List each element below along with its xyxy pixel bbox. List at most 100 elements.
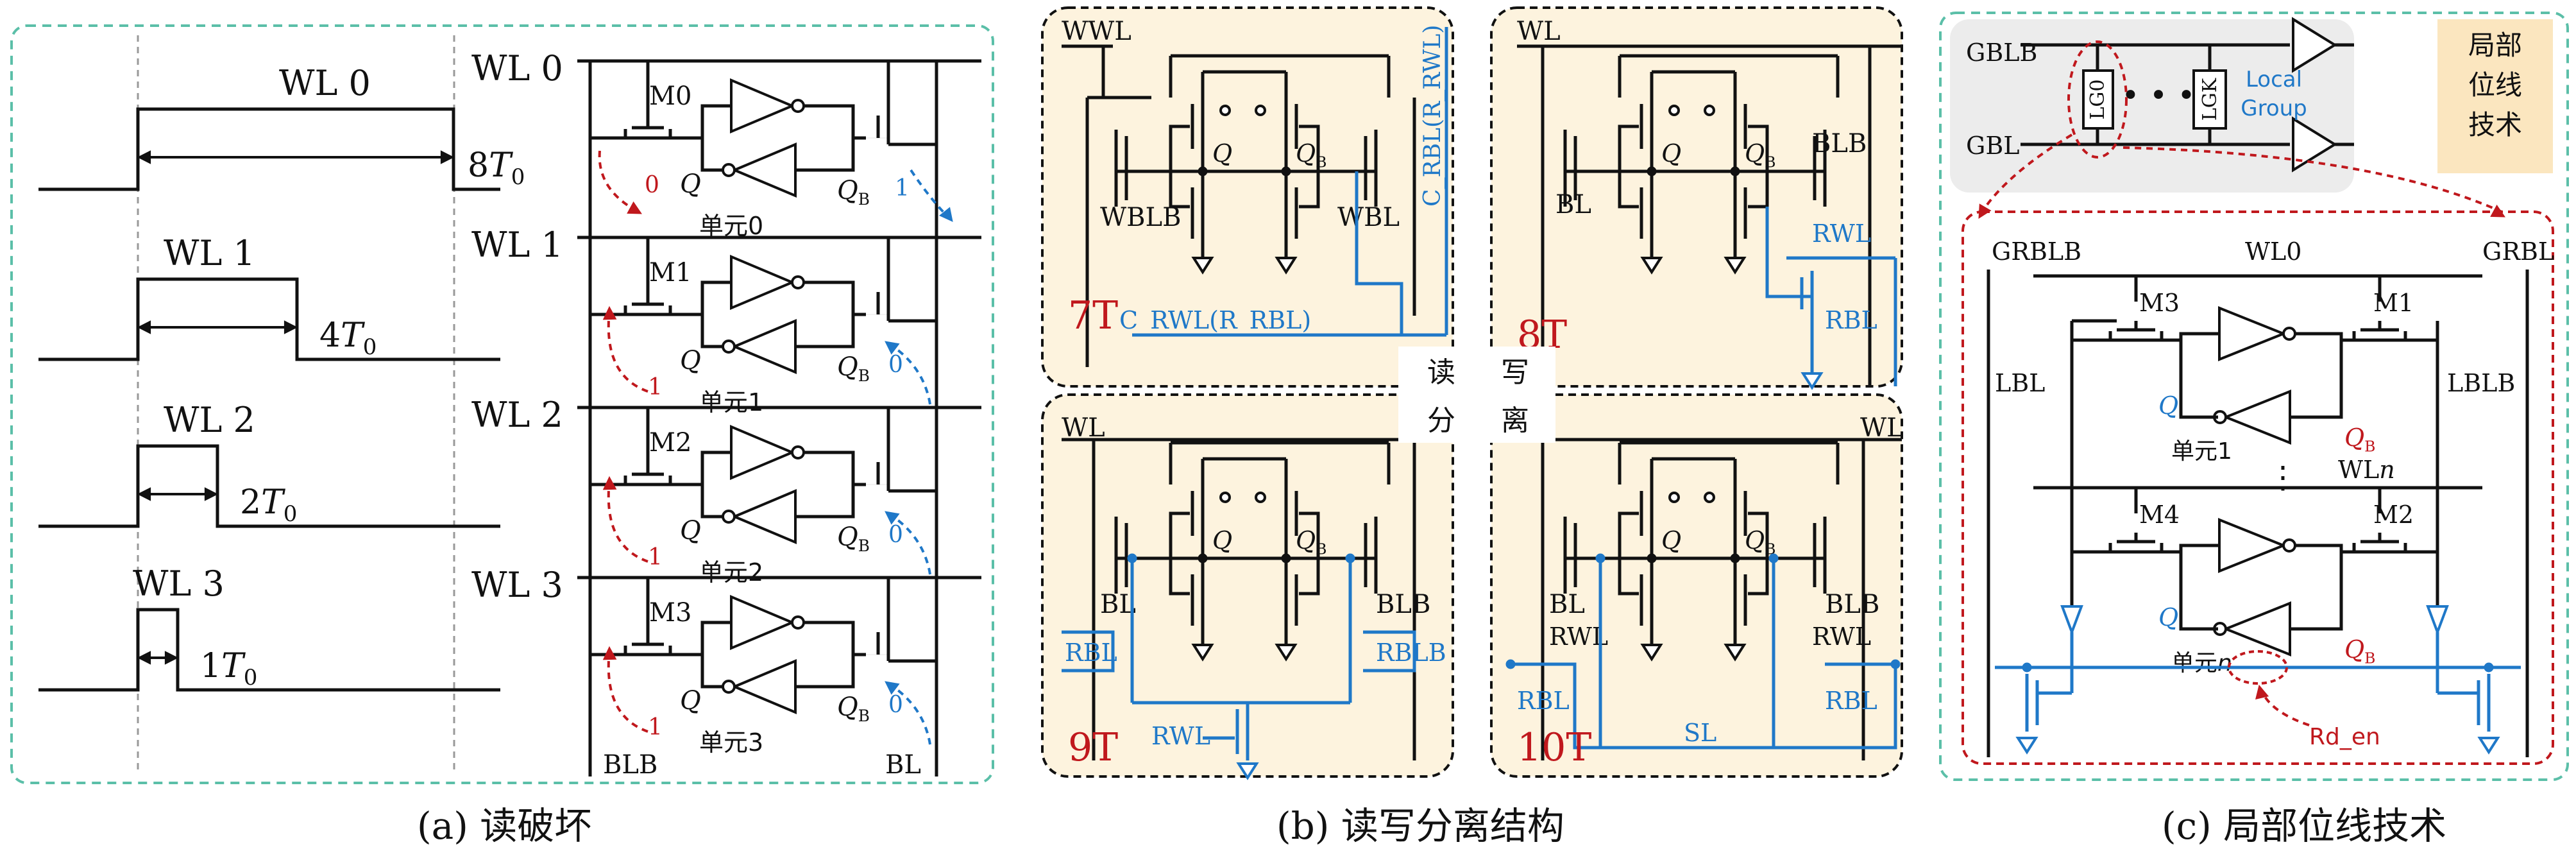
lg0-label: LG0 (2087, 80, 2109, 120)
cell-name: 7T (1068, 293, 1118, 338)
buffer-icon (2292, 17, 2337, 73)
inverter-bubble (722, 339, 736, 354)
transistor (876, 286, 890, 321)
transistor (1733, 98, 1747, 155)
wire (2179, 340, 2218, 419)
bl-label: BL (1549, 590, 1585, 619)
arrow-head (164, 651, 179, 665)
ground-icon (2477, 737, 2500, 755)
q-label: Q (2158, 603, 2178, 631)
wordline-label: WL 0 (471, 48, 563, 89)
cell-label: 单元3 (699, 728, 763, 757)
dots: • • • (2121, 78, 2195, 114)
rbl-label: RBL (1517, 687, 1570, 715)
transistor-label: M3 (649, 598, 691, 628)
wire (795, 314, 855, 348)
q-label: Q (1661, 526, 1681, 554)
inverter-bubble (2282, 327, 2296, 341)
cell-frame (1490, 6, 1903, 388)
lgk-box (2192, 69, 2227, 130)
transistor (1733, 485, 1747, 542)
wordline-label: WL 3 (471, 565, 563, 605)
arrow-head (2255, 684, 2269, 700)
wire (2179, 332, 2219, 340)
transistor (1640, 181, 1654, 245)
wave-label: WL 2 (164, 400, 255, 440)
transistor (623, 302, 672, 316)
dashed-arrow (910, 169, 951, 219)
arrow-head (137, 150, 151, 164)
junction-dot (1198, 166, 1208, 176)
wire (1169, 124, 1190, 209)
transistor (1114, 130, 1128, 207)
arrow-head (137, 651, 151, 665)
wire (700, 450, 731, 485)
transistor (1640, 485, 1654, 542)
arrow-head (885, 681, 900, 695)
inverter (2213, 601, 2291, 656)
ground-icon (2477, 737, 2500, 755)
inverter-body (730, 424, 796, 481)
period-label: 1T0 (200, 647, 257, 691)
wordline-label: WL 1 (471, 225, 563, 265)
right-value: 1 (895, 175, 910, 202)
inverter-bubble (791, 99, 805, 113)
inverter-bubble (722, 510, 736, 524)
wblb-label: WBLB (1100, 203, 1181, 232)
transistor (1733, 181, 1747, 245)
inverter (730, 424, 805, 481)
wire (1618, 511, 1639, 596)
wire (700, 485, 724, 519)
arrow-head (939, 207, 953, 222)
transistor (876, 626, 890, 661)
wire (803, 621, 855, 655)
transistor (1563, 130, 1577, 207)
junction-dot (1281, 553, 1291, 563)
buffer-icon (2060, 605, 2083, 636)
qb-label: QB (1745, 139, 1775, 171)
transistor (1800, 271, 1814, 316)
wire (1618, 124, 1639, 209)
inverter (722, 658, 797, 715)
bl-label: BL (885, 750, 921, 780)
transistor (1813, 517, 1827, 594)
blb-label: BLB (1812, 129, 1867, 159)
inverter (722, 318, 797, 375)
inverter-body (731, 488, 797, 545)
transistor (2025, 674, 2039, 732)
arrow-head (204, 487, 219, 501)
junction-dot (1281, 166, 1291, 176)
junction-dot (1647, 166, 1657, 176)
local-group-label: Group (2241, 96, 2307, 121)
cell-c10: QQBWLWLBLBLBRWLRWLRBLRBLSL10T (1490, 393, 1904, 778)
waveform (38, 444, 500, 528)
left-value: 1 (648, 544, 663, 571)
dashed-arrow (2123, 146, 2502, 213)
transistor (1813, 130, 1827, 207)
highlight-ellipse (2067, 40, 2128, 159)
legend-text: 技术 (2468, 109, 2522, 141)
left-value: 1 (648, 714, 663, 741)
wire (1355, 171, 1403, 335)
wire (2295, 544, 2343, 552)
junction-dot (1730, 166, 1740, 176)
pmos-bubble (1668, 492, 1680, 503)
wire (700, 314, 724, 348)
wire (1748, 511, 1769, 596)
dashed-arrow (1981, 133, 2073, 213)
wire (2295, 332, 2343, 340)
qb-label: QB (1296, 526, 1326, 558)
cell-frame (1490, 393, 1903, 778)
ground-icon (2015, 737, 2038, 755)
rd-en-label: Rd_en (2309, 724, 2380, 750)
inverter-body (731, 658, 797, 715)
wire (700, 280, 731, 314)
lblb-label: LBLB (2447, 369, 2515, 397)
